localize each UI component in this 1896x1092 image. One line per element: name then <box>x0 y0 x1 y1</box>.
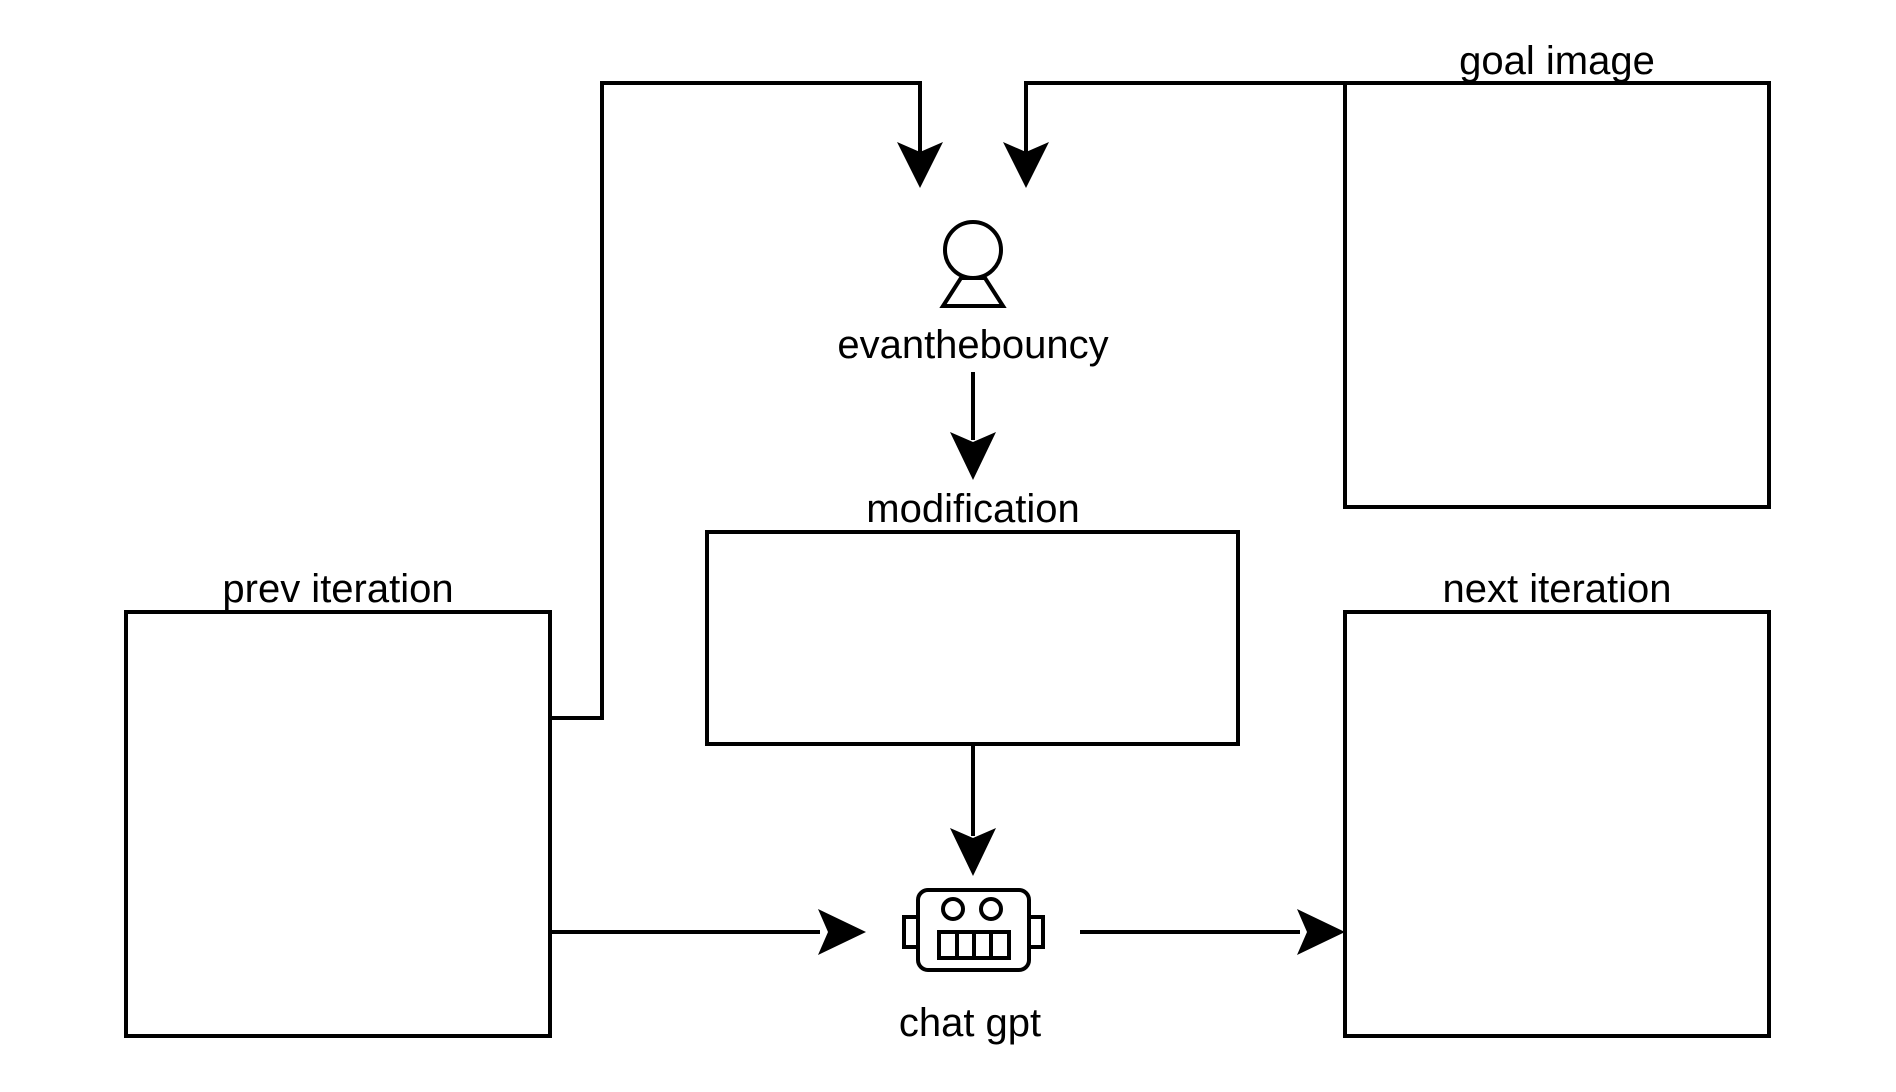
modification-box[interactable] <box>707 532 1238 744</box>
goal-image-label: goal image <box>1459 39 1655 83</box>
goal-to-user-connector[interactable] <box>1026 83 1345 152</box>
next-iteration-label: next iteration <box>1442 567 1671 611</box>
prev-iteration-label: prev iteration <box>222 567 453 611</box>
goal-image-box[interactable] <box>1345 83 1769 507</box>
next-iteration-box[interactable] <box>1345 612 1769 1036</box>
arrowhead <box>1297 909 1345 955</box>
user-label: evanthebouncy <box>837 323 1108 367</box>
arrowhead <box>818 909 866 955</box>
chat-gpt-label: chat gpt <box>899 1001 1041 1045</box>
modification-label: modification <box>866 487 1079 531</box>
person-icon <box>943 222 1003 306</box>
prev-iteration-box[interactable] <box>126 612 550 1036</box>
robot-icon <box>904 890 1043 970</box>
